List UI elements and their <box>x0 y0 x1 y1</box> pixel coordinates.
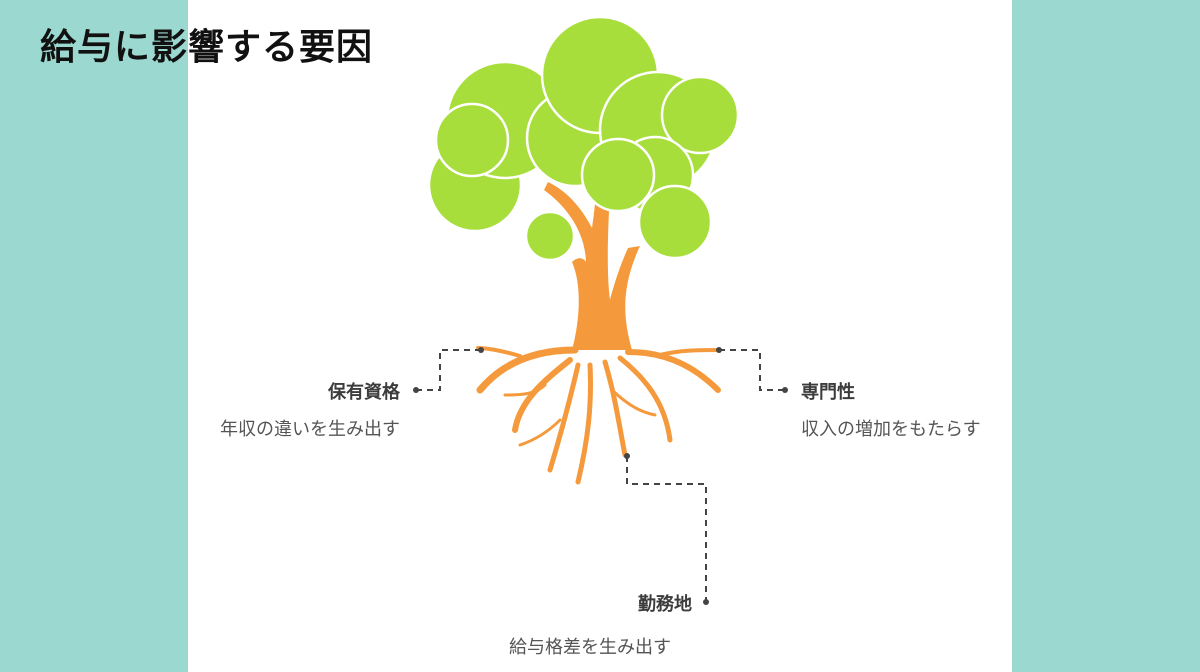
factor-label-location: 勤務地 <box>638 594 692 615</box>
factor-desc-location: 給与格差を生み出す <box>509 637 671 658</box>
factor-label-qualification: 保有資格 <box>328 382 400 403</box>
factor-desc-qualification: 年収の違いを生み出す <box>220 419 400 440</box>
connector-qualification <box>416 349 481 391</box>
connector-lines <box>416 349 785 602</box>
connector-location <box>626 456 707 602</box>
factor-label-expertise: 専門性 <box>801 382 855 403</box>
tree-roots <box>476 346 721 485</box>
factor-desc-expertise: 収入の増加をもたらす <box>801 419 981 440</box>
page-title: 給与に影響する要因 <box>40 27 374 68</box>
tree-foliage <box>427 15 740 262</box>
connector-dots <box>413 347 788 605</box>
connector-expertise <box>719 349 785 391</box>
tree-trunk <box>544 160 640 350</box>
